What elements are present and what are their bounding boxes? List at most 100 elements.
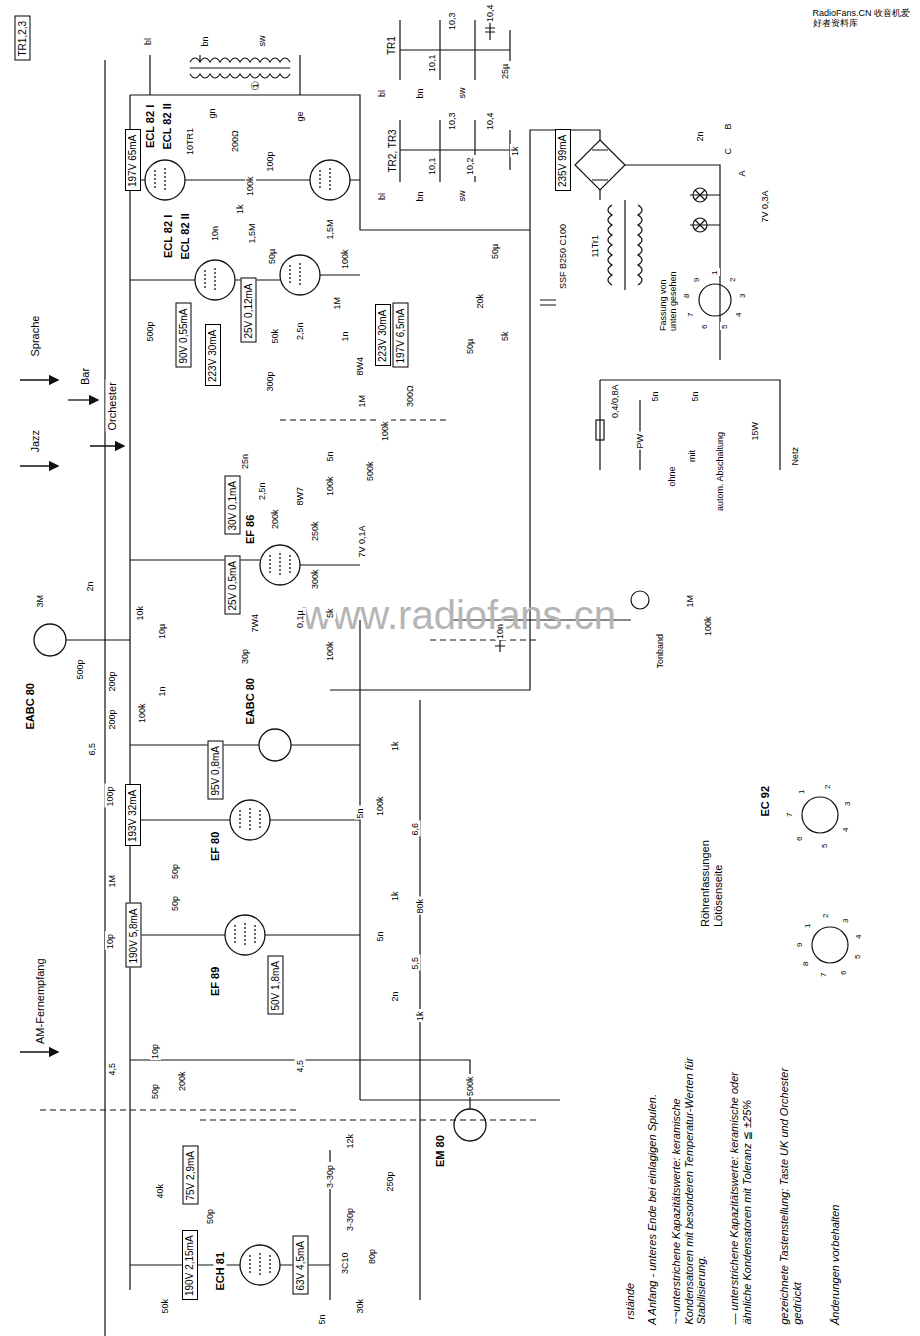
part-label: A (737, 167, 748, 177)
part-label: 100k (137, 701, 148, 724)
tube-symbol (34, 624, 66, 656)
part-label: 2,5n (295, 320, 306, 341)
part-label: 300p (265, 368, 276, 392)
part-label: 100p (105, 783, 116, 807)
transformer-core (624, 200, 625, 290)
voltage-box: 75V 2,9mA (182, 1146, 198, 1205)
part-label: 2n (390, 988, 401, 1002)
part-label: 100k (703, 614, 714, 637)
part-label: bn (200, 33, 211, 47)
part-label: 5n (375, 928, 386, 942)
part-label: bl (377, 87, 388, 98)
part-label: 10,4 (485, 110, 496, 131)
tube-name: ECL 82 I (144, 102, 157, 149)
node-text: 75V 2,9mA (184, 1150, 196, 1201)
node-text: 30V 0,1mA (226, 480, 238, 531)
tube-symbol (34, 160, 486, 1285)
part-label: 200k (177, 1069, 188, 1092)
part-label: 50p (170, 893, 181, 912)
voltage-box: 223V 30mA (375, 304, 391, 366)
part-label: 500k (465, 1074, 476, 1097)
part-label: 250k (310, 519, 321, 542)
tape-jack (631, 591, 649, 609)
pin-number: 5 (853, 952, 863, 960)
part-label: 10p (105, 931, 116, 950)
part-label: 80p (367, 1246, 378, 1265)
part-label: 10p (150, 1041, 161, 1060)
part-label: 200k (270, 507, 281, 530)
part-label: 1k (235, 202, 246, 215)
voltage-box: 25V 0,12mA (240, 278, 256, 343)
part-label: TR2, TR3 (386, 127, 398, 174)
part-label: 1M (357, 392, 368, 408)
part-label: bn (415, 188, 426, 202)
part-label: 5k (325, 606, 336, 619)
mode-arrow (90, 445, 124, 446)
part-label: 10k (135, 603, 146, 621)
part-label: 1M (332, 294, 343, 310)
part-label: 11Tr1 (590, 232, 601, 258)
pin-number: 8 (801, 959, 811, 967)
voltage-box: 95V 0,8mA (207, 741, 223, 800)
pin-number: 3 (841, 916, 851, 924)
part-label: 7V 0,1A (357, 522, 368, 558)
pin-number: 1 (797, 787, 807, 795)
part-label: 3C10 (340, 1250, 351, 1275)
part-label: 7W4 (250, 611, 261, 633)
part-label: 4,5 (107, 1060, 118, 1076)
part-label: 8W4 (355, 354, 366, 376)
voltage-box: 197V 65mA (125, 129, 141, 191)
part-label: 8W7 (295, 484, 306, 506)
switch-bar (40, 420, 540, 1120)
pin-number: 2 (823, 782, 833, 790)
part-label: 10,3 (447, 10, 458, 31)
pin-number: 6 (700, 322, 710, 330)
part-label: Fassung von unten gesehen (658, 269, 679, 332)
node-text: 235V 99mA (557, 133, 569, 187)
part-label: 100k (325, 474, 336, 497)
node-text: 50V 1,8mA (269, 960, 281, 1011)
part-label: 500p (145, 318, 156, 342)
voltage-box: 30V 0,1mA (224, 476, 240, 535)
note-text: Änderungen vorbehalten (829, 1035, 842, 1326)
part-label: 1n (157, 683, 168, 697)
part-label: 100k (375, 794, 386, 817)
part-label: ge (295, 108, 306, 122)
voltage-box: 190V 5,8mA (125, 903, 141, 968)
part-label: 50p (205, 1206, 216, 1225)
mode-arrow (20, 379, 58, 380)
part-label: 50p (170, 861, 181, 880)
voltage-box: 50V 1,8mA (267, 956, 283, 1015)
part-label: bl (143, 35, 154, 46)
pin-number: 2 (821, 911, 831, 919)
part-label: 10,1 (427, 52, 438, 73)
transformer-core (190, 67, 290, 68)
part-label: 3-30p (325, 1162, 336, 1189)
part-label: 200Ω (230, 128, 241, 153)
part-label: 2n (695, 128, 706, 142)
part-label: mit (687, 448, 698, 463)
pin-number: 6 (839, 968, 849, 976)
pin-number: 4 (841, 825, 851, 833)
part-label: 1k (390, 739, 401, 752)
node-text: 90V 0,55mA (177, 307, 189, 364)
node-text: 197V 65mA (127, 133, 139, 187)
pilot-lamp-cross (695, 190, 705, 230)
part-label: 1k (415, 1009, 426, 1022)
part-label: 100k (325, 639, 336, 662)
tube-name: EABC 80 (24, 680, 37, 730)
pin-number: 9 (692, 275, 702, 283)
node-text: TR1,2,3 (16, 20, 28, 57)
part-label: 5n (355, 805, 366, 819)
part-label: 0,1µ (295, 608, 306, 629)
voltage-box: 90V 0,55mA (175, 303, 191, 368)
part-label: 7V 0,3A (760, 187, 771, 223)
tube-name: EF 80 (209, 829, 222, 862)
part-label: 100p (265, 148, 276, 172)
part-label: AM-Fernempfang (34, 956, 47, 1045)
part-label: 5k (500, 329, 511, 342)
tube-name: EF 89 (209, 964, 222, 997)
part-label: 1k (390, 889, 401, 902)
part-label: 50µ (465, 336, 476, 355)
part-label: C (723, 145, 734, 155)
